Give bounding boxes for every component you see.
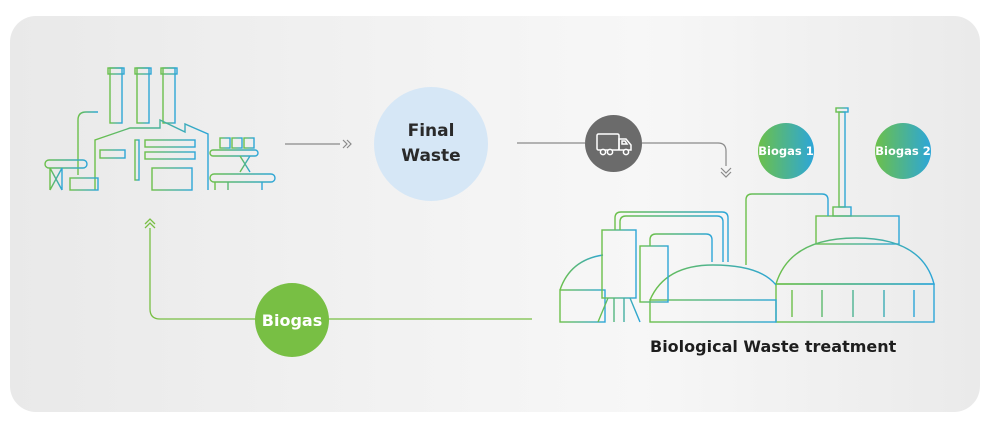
diagram-card [10,16,980,412]
final-waste-node: Final Waste [374,87,488,201]
factory-icon [40,67,276,200]
final-waste-label: Final Waste [401,119,460,169]
chevron-up-icon [144,218,156,229]
biogas-return-label: Biogas [261,310,323,330]
truck-node [585,115,642,172]
final-waste-line-2: Waste [401,146,461,166]
connector-biogas-return [144,218,532,320]
biogas-1-node: Biogas 1 [758,123,814,179]
biogas-1-label: Biogas 1 [758,144,814,158]
chevron-right-icon [342,139,352,149]
biogas-2-node: Biogas 2 [875,123,931,179]
treatment-caption: Biological Waste treatment [650,337,897,356]
chevron-down-icon [720,167,732,178]
connector-waste-to-plant [517,142,732,178]
biogas-2-label: Biogas 2 [875,144,931,158]
connector-factory-to-waste [285,139,352,149]
biogas-return-node: Biogas [255,283,329,357]
truck-icon [595,132,632,155]
final-waste-line-1: Final [407,121,455,141]
biogas-plant-icon [550,107,948,323]
